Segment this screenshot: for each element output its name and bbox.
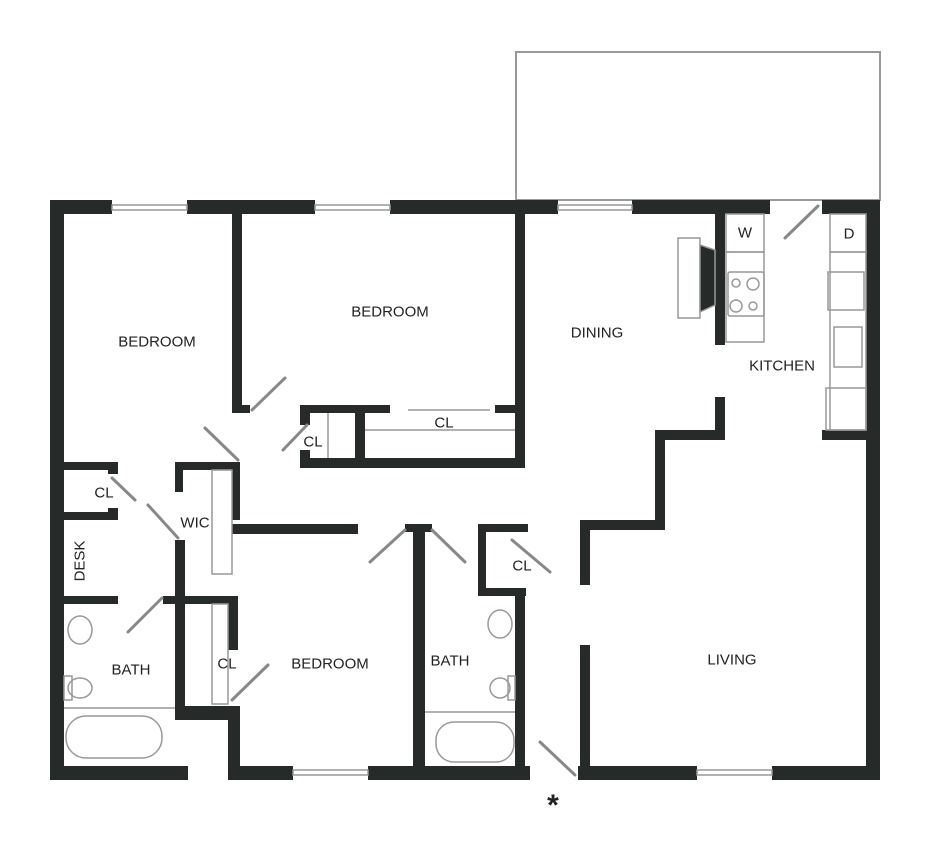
washer-label: W (737, 224, 753, 242)
windows (111, 204, 773, 776)
room-label-dining: DINING (570, 324, 624, 342)
room-label-bedroom-top: BEDROOM (351, 303, 429, 321)
room-label-bedroom-left: BEDROOM (118, 333, 196, 351)
room-label-bedroom-bottom: BEDROOM (291, 655, 369, 673)
doors (110, 204, 820, 777)
room-label-wic: WIC (180, 514, 210, 532)
room-label-closet: CL (303, 433, 323, 451)
room-label-closet: CL (434, 414, 454, 432)
entry-marker: * (547, 789, 559, 822)
fixtures (63, 213, 867, 763)
room-label-closet: CL (94, 484, 114, 502)
room-label-closet: CL (512, 557, 532, 575)
room-label-living: LIVING (707, 651, 757, 669)
dryer-label: D (843, 225, 855, 243)
room-label-bath-left: BATH (111, 661, 151, 679)
balcony-outline (515, 51, 881, 201)
room-label-kitchen: KITCHEN (749, 357, 815, 375)
room-label-closet: CL (217, 655, 237, 673)
room-label-desk: DESK (71, 540, 89, 582)
room-label-bath-right: BATH (430, 652, 470, 670)
walls (50, 200, 880, 780)
